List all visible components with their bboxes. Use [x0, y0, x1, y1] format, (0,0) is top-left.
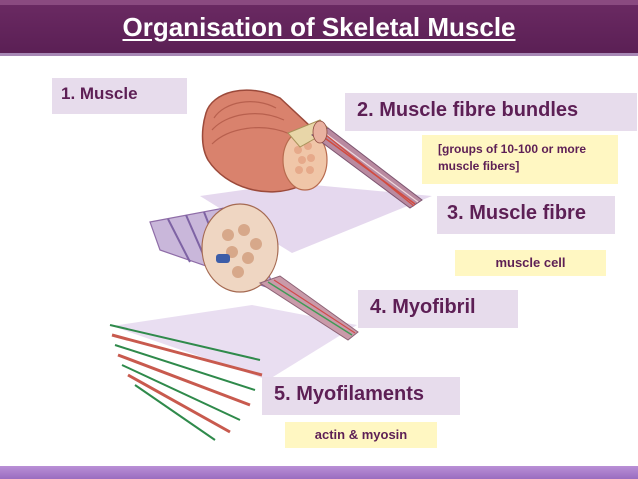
whole-muscle-illustration: [203, 90, 331, 192]
label-myofilaments: 5. Myofilaments: [262, 377, 460, 415]
footer-bar: [0, 466, 638, 479]
label-muscle: 1. Muscle: [52, 78, 187, 114]
note-muscle-cell: muscle cell: [455, 250, 606, 276]
note-actin-myosin: actin & myosin: [285, 422, 437, 448]
label-myofibril: 4. Myofibril: [358, 290, 518, 328]
label-muscle-fibre: 3. Muscle fibre: [437, 196, 615, 234]
label-muscle-fibre-bundles: 2. Muscle fibre bundles: [345, 93, 637, 131]
note-bundle-size: [groups of 10-100 or more muscle fibers]: [422, 135, 618, 184]
